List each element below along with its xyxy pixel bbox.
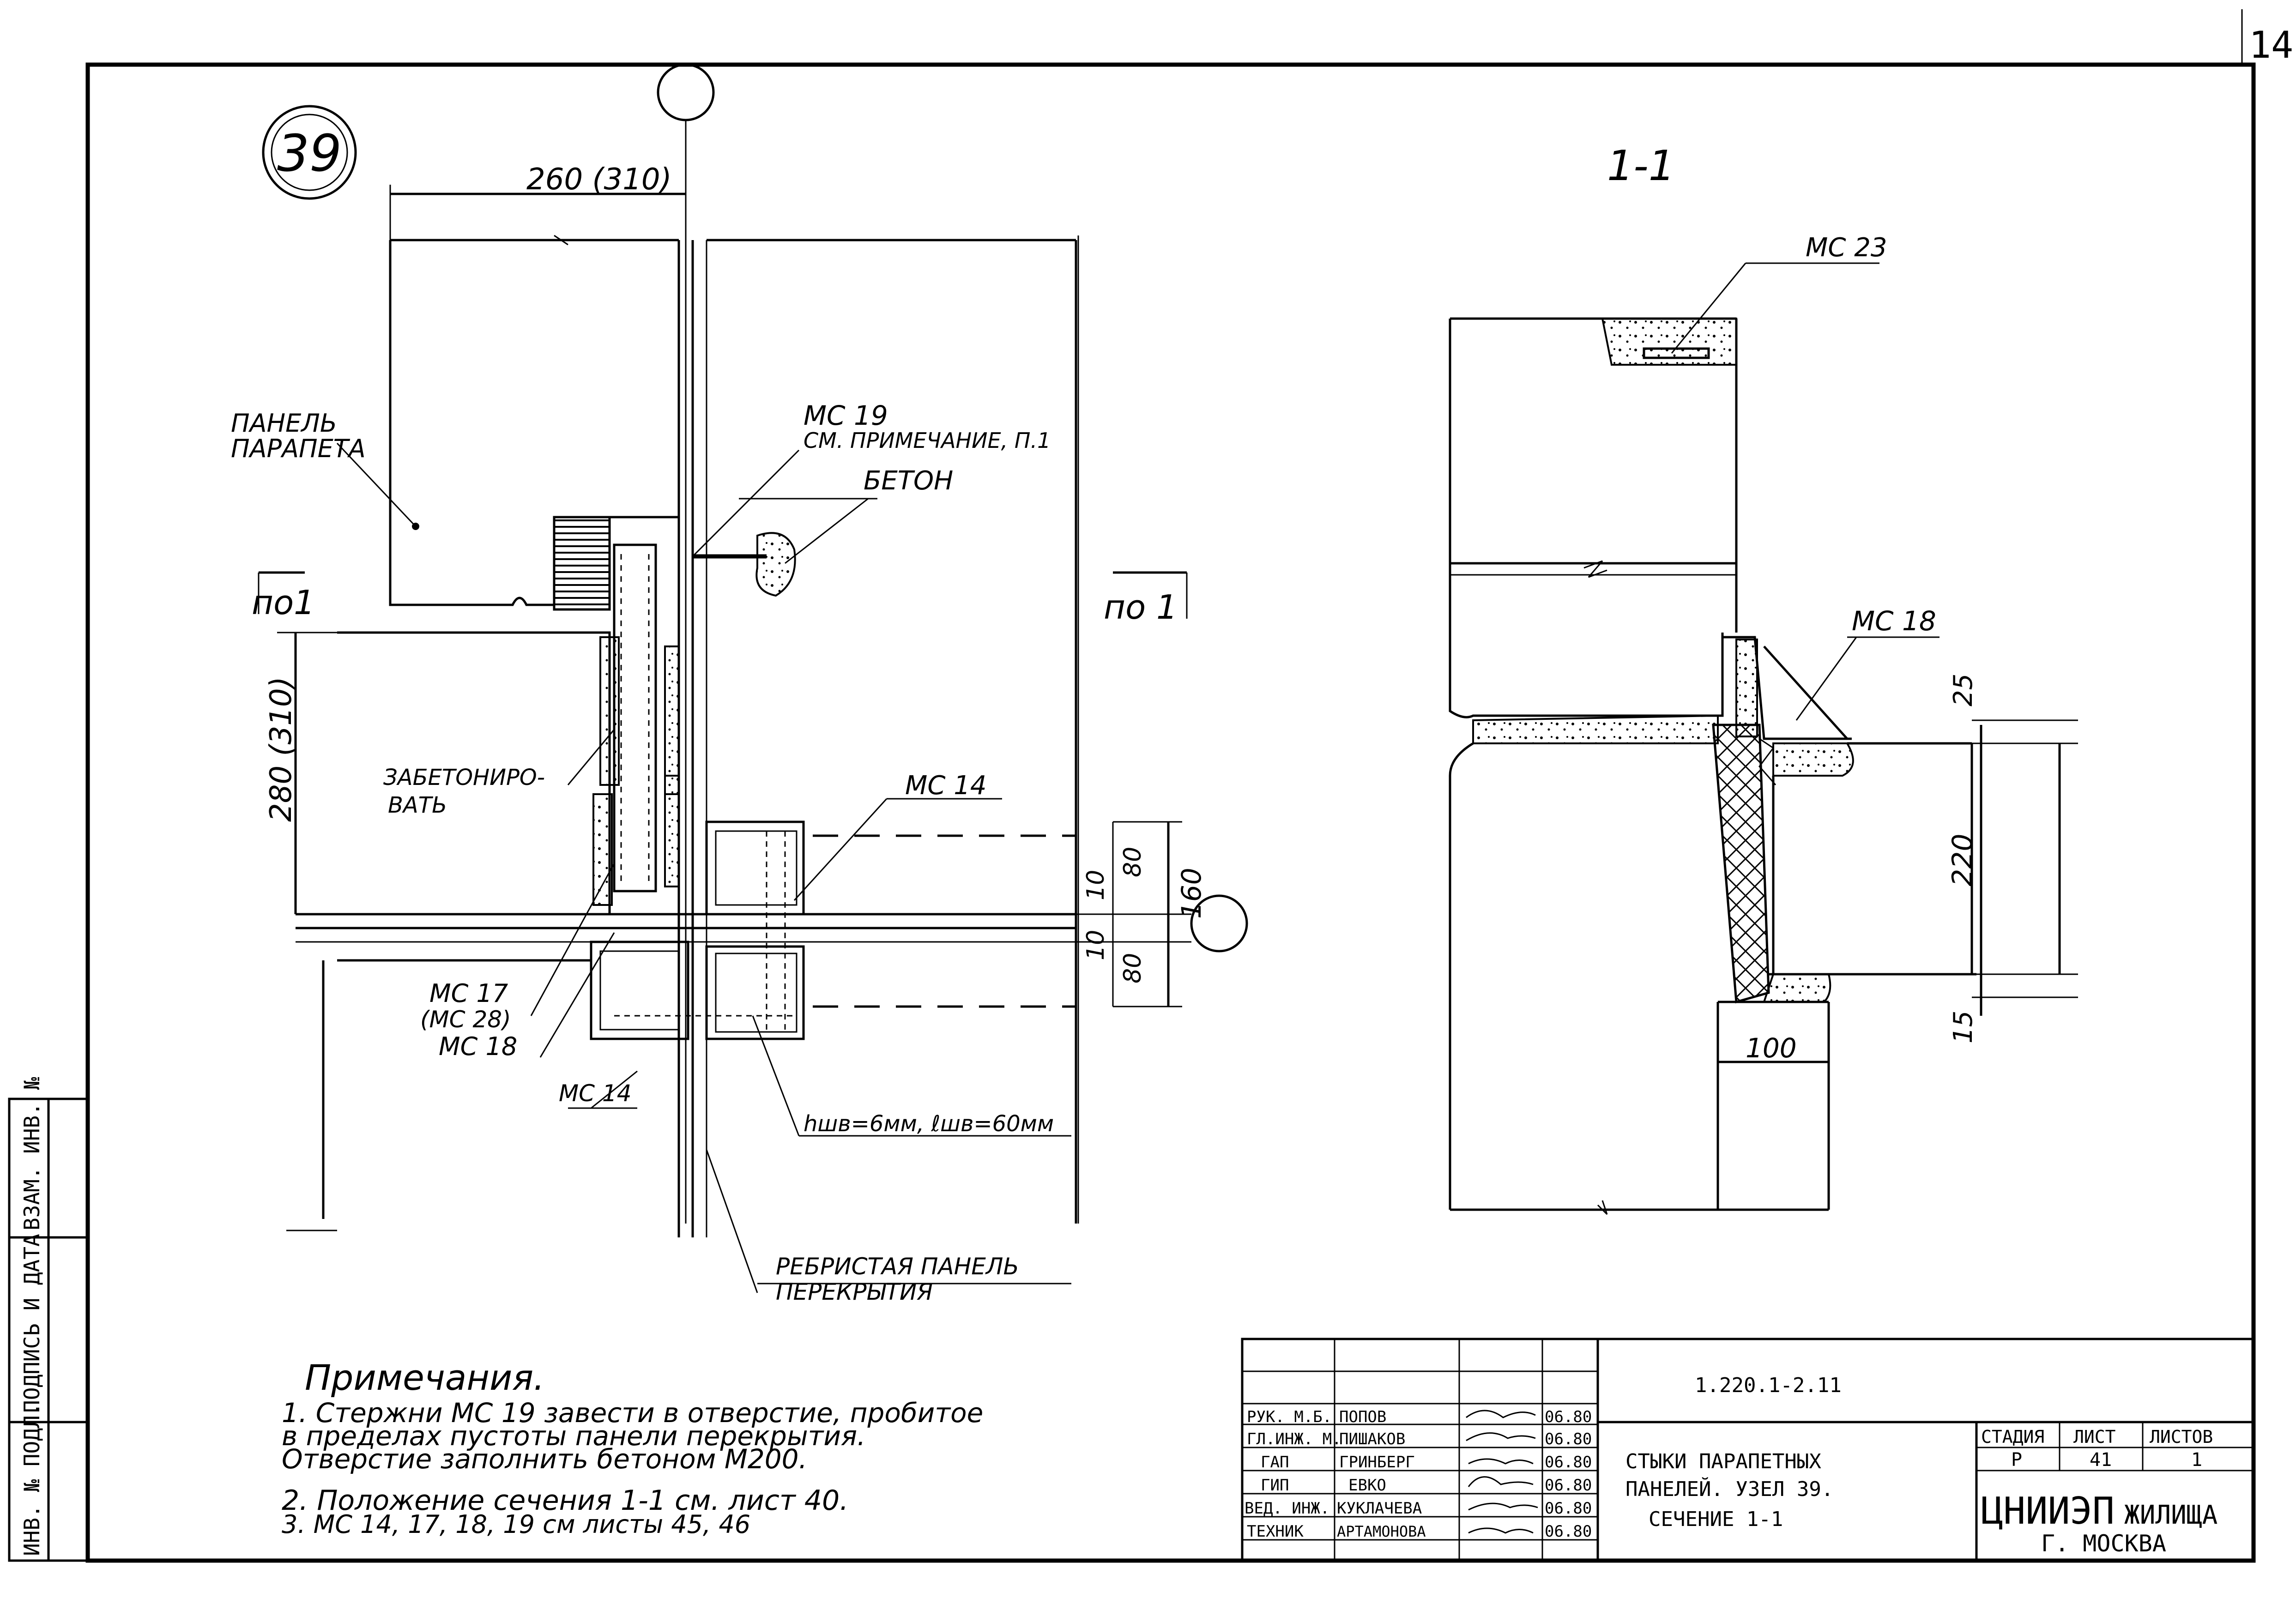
stamp-role: ГАП (1261, 1453, 1289, 1471)
signature-5 (1468, 1502, 1538, 1511)
dim-sec-100: 100 (1746, 1032, 1797, 1064)
concrete-plug (755, 532, 796, 597)
notes-block: Примечания. 1. Стержни МС 19 завести в о… (282, 1357, 983, 1539)
signature-6 (1468, 1527, 1534, 1534)
mc17-plate (613, 543, 657, 892)
title-block: 1.220.1-2.11 РУК. М.Б. ГЛ.ИНЖ. М. ГАП ГИ… (1241, 1338, 2255, 1562)
stamp-city: Г. МОСКВА (2041, 1530, 2166, 1557)
dim-top-width: 260 (310) (526, 163, 672, 197)
section-1-1: 1-1 (1449, 142, 2078, 1215)
note-2: 2. Положение сечения 1-1 см. лист 40. (282, 1484, 848, 1517)
label-zabeton-2: ВАТЬ (388, 792, 447, 818)
label-mc19-note: СМ. ПРИМЕЧАНИЕ, П.1 (804, 428, 1051, 453)
dim-right-a: 10 (1082, 870, 1110, 900)
stamp-code: 1.220.1-2.11 (1695, 1374, 1842, 1397)
note-3: 3. МС 14, 17, 18, 19 см листы 45, 46 (282, 1510, 750, 1539)
stamp-role: ГЛ.ИНЖ. М. (1247, 1430, 1341, 1448)
stamp-title-3: СЕЧЕНИЕ 1-1 (1649, 1508, 1783, 1531)
stamp-title-2: ПАНЕЛЕЙ. УЗЕЛ 39. (1625, 1477, 1833, 1501)
stamp-title-1: СТЫКИ ПАРАПЕТНЫХ (1625, 1450, 1821, 1473)
stamp-sheet-header: ЛИСТ (2073, 1427, 2116, 1447)
stamp-role: ВЕД. ИНЖ. (1245, 1499, 1329, 1518)
label-mc17: МС 17 (429, 979, 508, 1008)
label-mc28: (МС 28) (420, 1006, 511, 1033)
stamp-sheets-header: ЛИСТОВ (2150, 1427, 2213, 1447)
node-39-detail: 39 260 (310) (231, 63, 1248, 1305)
stamp-org-2: ЖИЛИЩА (2124, 1500, 2217, 1530)
dim-sec-25: 25 (1948, 674, 1978, 706)
stamp-name: ПОПОВ (1339, 1408, 1386, 1426)
section-marker-left: по1 (252, 583, 315, 622)
note-1-line-1: 1. Стержни МС 19 завести в отверстие, пр… (282, 1397, 983, 1429)
dim-right-b: 80 (1119, 847, 1147, 877)
side-box-vzam: ВЗАМ. ИНВ. № (19, 1077, 44, 1230)
mc14-box-lower (705, 945, 805, 1040)
node-number-circle (262, 105, 357, 200)
section-upper-panel (1449, 319, 1724, 718)
stamp-stage-header: СТАДИЯ (1981, 1427, 2044, 1447)
label-mc23: МС 23 (1806, 233, 1887, 263)
label-mc14-bottom: МС 14 (559, 1080, 632, 1107)
stamp-date: 06.80 (1545, 1522, 1592, 1541)
sheet-corner-number: 142 (2249, 24, 2296, 66)
dim-right-total: 160 (1176, 868, 1207, 919)
sheet-frame (85, 62, 2256, 1563)
stamp-date: 06.80 (1545, 1499, 1592, 1518)
mc14-box-upper (705, 820, 805, 916)
section-wedge (1712, 724, 1770, 1004)
side-box-inv-podl: ИНВ. № ПОДЛ. (19, 1403, 44, 1556)
stamp-date: 06.80 (1545, 1453, 1592, 1471)
label-weld: hшв=6мм, ℓшв=60мм (804, 1111, 1054, 1137)
signature-4 (1468, 1476, 1534, 1487)
axis-marker-top (657, 63, 715, 121)
stamp-name: АРТАМОНОВА (1337, 1523, 1426, 1540)
label-mc19: МС 19 (804, 400, 888, 431)
dim-sec-220: 220 (1946, 833, 1979, 886)
stamp-date: 06.80 (1545, 1430, 1592, 1448)
stamp-name: ГРИНБЕРГ (1339, 1453, 1415, 1471)
stamp-sheets: 1 (2191, 1449, 2202, 1471)
section-marker-right: по 1 (1104, 588, 1178, 627)
label-panel-parapet-1: ПАНЕЛЬ (231, 409, 337, 438)
stamp-date: 06.80 (1545, 1408, 1592, 1426)
signature-1 (1466, 1410, 1536, 1418)
stamp-name: ЕВКО (1348, 1476, 1386, 1495)
dim-right-c: 10 (1082, 930, 1110, 960)
stamp-role: ТЕХНИК (1247, 1522, 1304, 1541)
axis-marker-right (1190, 894, 1248, 953)
label-mc18-right: МС 18 (1852, 605, 1936, 637)
stamp-org: ЦНИИЭП (1981, 1489, 2115, 1532)
side-box-podpis: ПОДПИСЬ И ДАТА (19, 1234, 44, 1413)
dim-left-height: 280 (310) (264, 676, 298, 822)
label-ribbed-1: РЕБРИСТАЯ ПАНЕЛЬ (776, 1253, 1019, 1280)
stamp-name: КУКЛАЧЕВА (1337, 1499, 1422, 1518)
stamp-role: ГИП (1261, 1476, 1289, 1495)
stamp-sheet: 41 (2090, 1449, 2112, 1471)
note-1-line-3: Отверстие заполнить бетоном М200. (282, 1443, 807, 1475)
signature-2 (1466, 1432, 1536, 1441)
section-title: 1-1 (1607, 142, 1675, 190)
notes-title: Примечания. (305, 1357, 544, 1398)
parapet-panel-outline (389, 240, 679, 606)
stamp-name: ПИШАКОВ (1339, 1430, 1405, 1448)
node-number: 39 (277, 124, 342, 183)
side-stamp-box: ИНВ. № ПОДЛ. ПОДПИСЬ И ДАТА ВЗАМ. ИНВ. № (8, 1077, 89, 1562)
dim-sec-15: 15 (1948, 1011, 1978, 1043)
label-mc14-top: МС 14 (905, 771, 986, 801)
label-zabeton-1: ЗАБЕТОНИРО- (383, 765, 545, 790)
stamp-stage: Р (2011, 1449, 2022, 1471)
stamp-role: РУК. М.Б. (1247, 1408, 1332, 1426)
label-mc18-left: МС 18 (439, 1032, 517, 1061)
dim-right-d: 80 (1119, 953, 1147, 983)
hatched-block (553, 516, 611, 611)
signature-3 (1468, 1458, 1534, 1465)
stamp-date: 06.80 (1545, 1476, 1592, 1495)
label-panel-parapet-2: ПАРАПЕТА (231, 434, 366, 463)
label-ribbed-2: ПЕРЕКРЫТИЯ (776, 1278, 933, 1305)
note-1-line-2: в пределах пустоты панели перекрытия. (282, 1420, 865, 1452)
label-beton: БЕТОН (864, 466, 953, 496)
